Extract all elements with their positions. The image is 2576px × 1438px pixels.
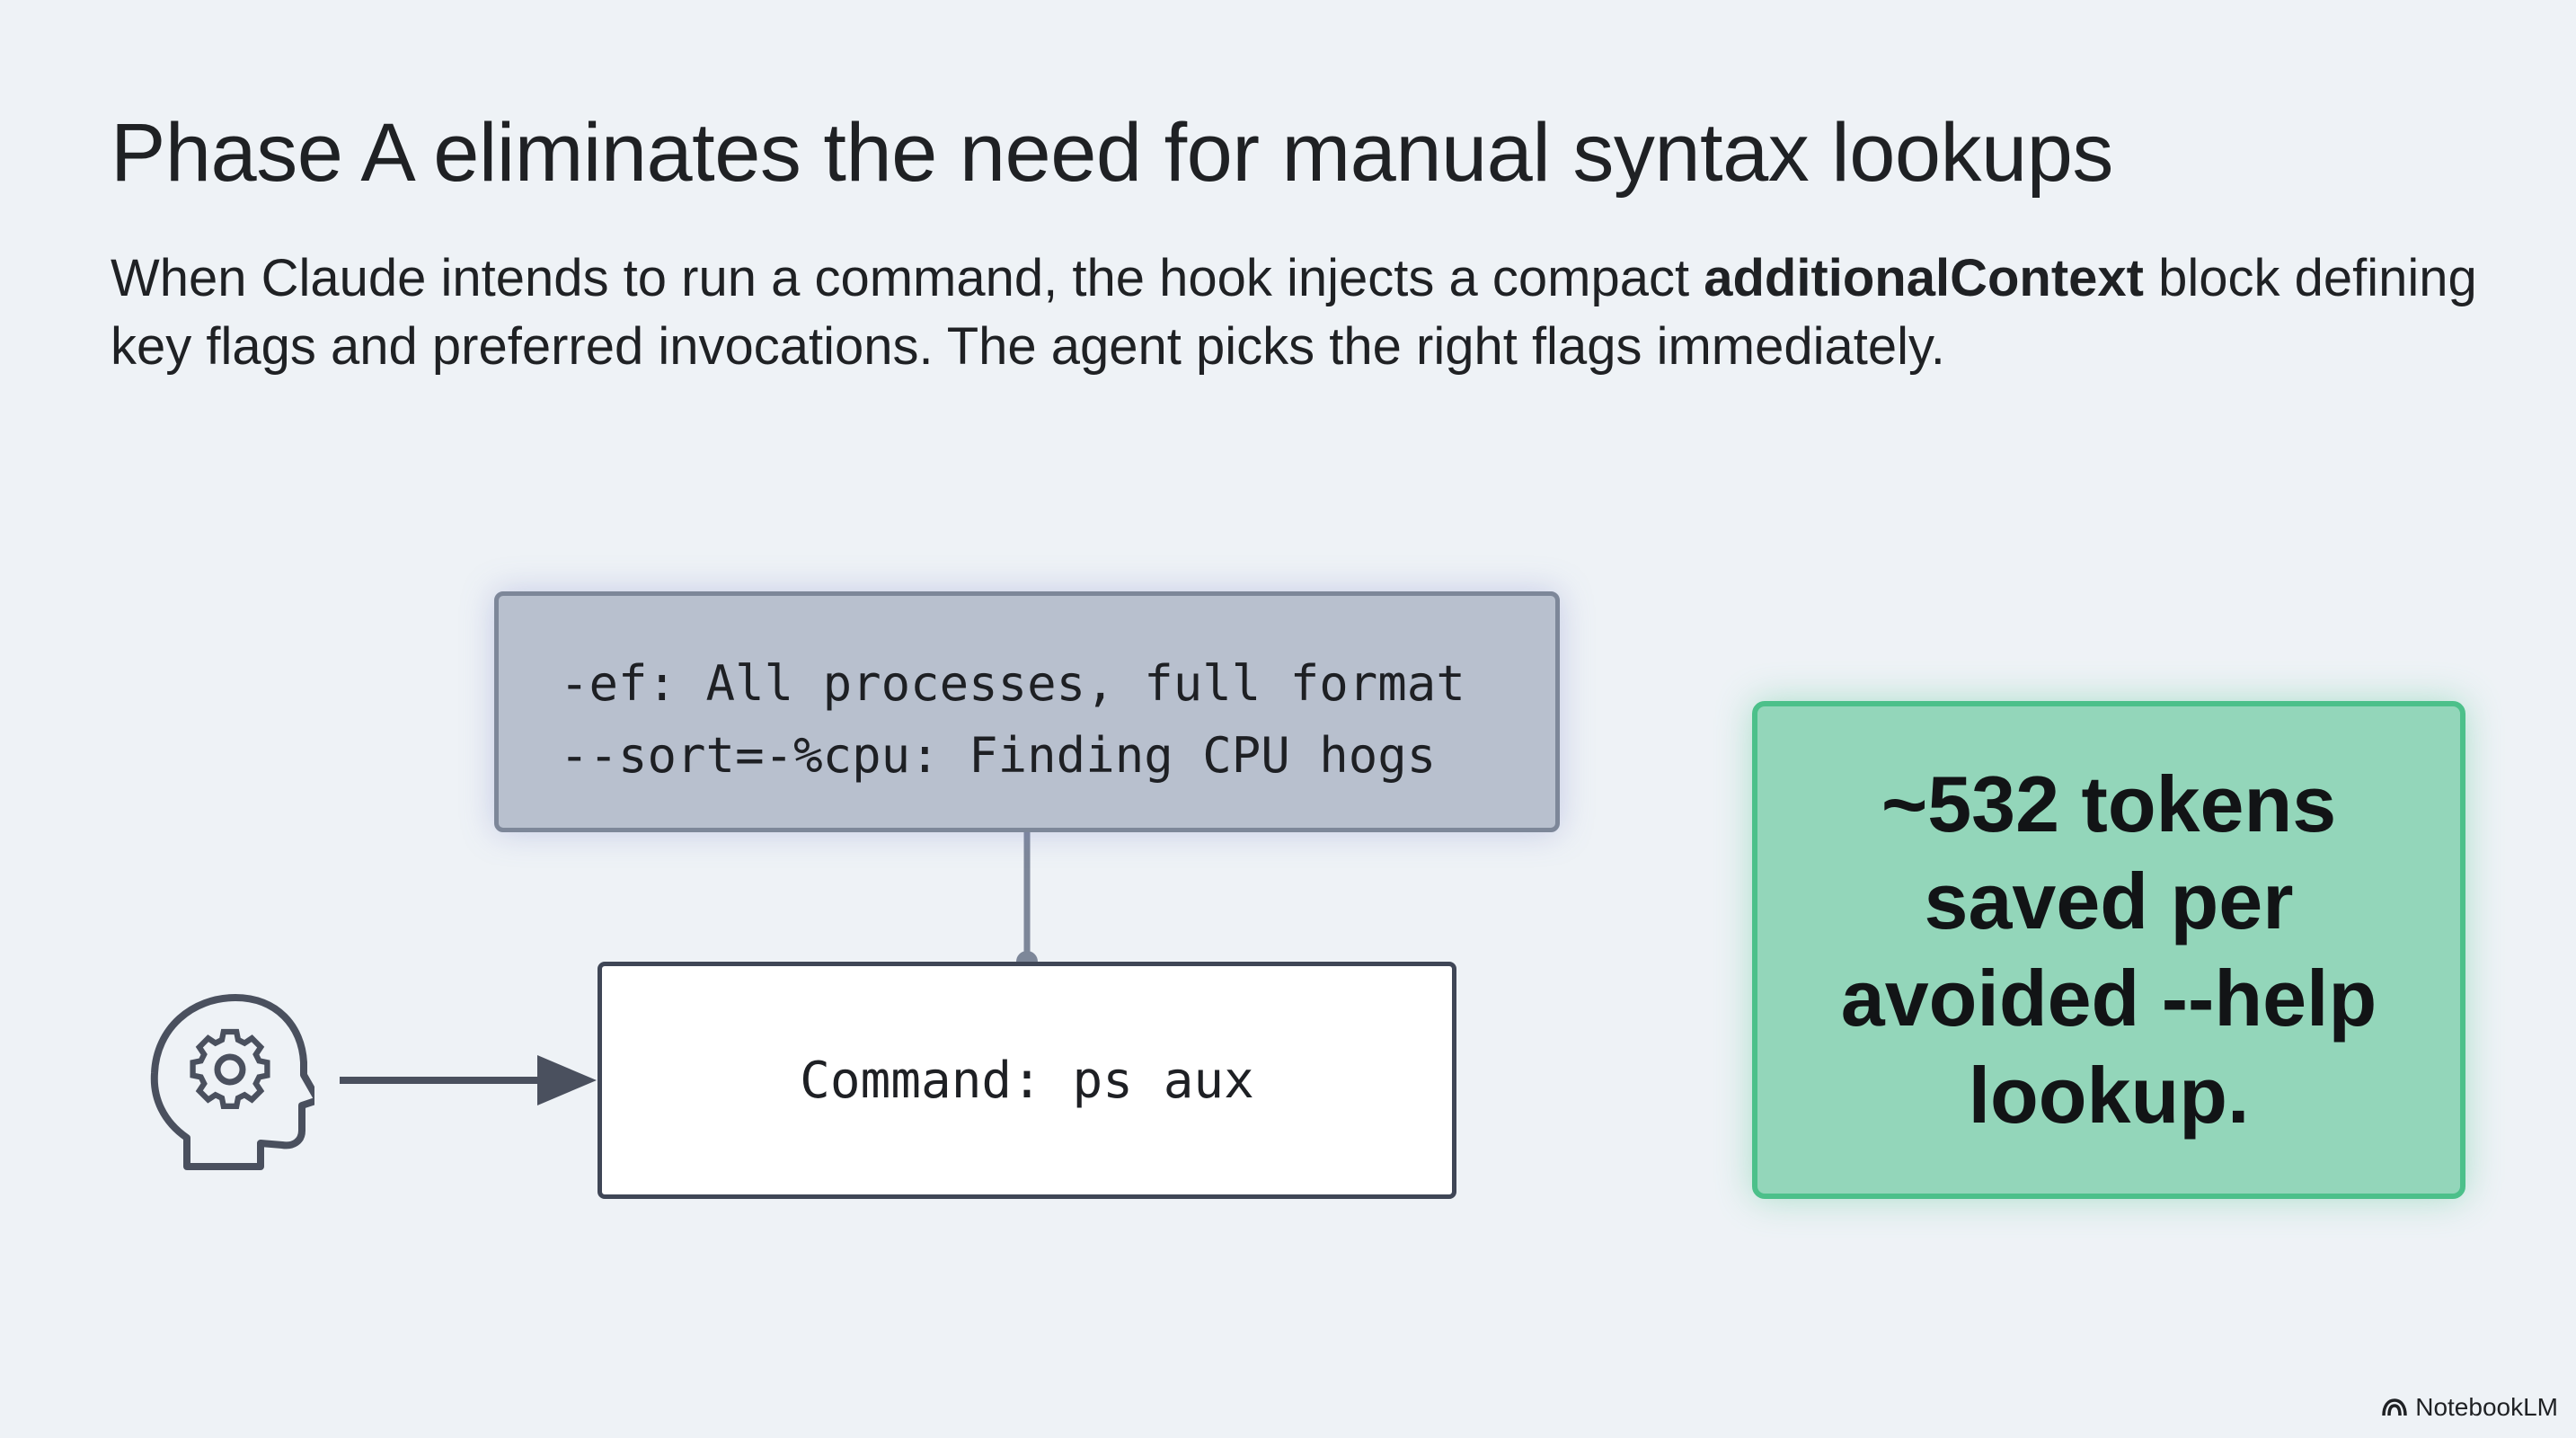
brand-name: NotebookLM bbox=[2415, 1393, 2558, 1421]
notebooklm-logo-icon bbox=[2382, 1398, 2407, 1416]
brand-watermark: NotebookLM bbox=[2381, 1393, 2558, 1422]
agent-arrow-head bbox=[537, 1055, 597, 1105]
flag-line: --sort=-%cpu: Finding CPU hogs bbox=[560, 727, 1437, 784]
head-gear-icon bbox=[144, 987, 322, 1180]
subtitle-text-start: When Claude intends to run a command, th… bbox=[111, 249, 1704, 307]
token-savings-text: ~532 tokens saved per avoided --help loo… bbox=[1840, 759, 2377, 1140]
slide-subtitle: When Claude intends to run a command, th… bbox=[111, 244, 2536, 381]
subtitle-keyword: additionalContext bbox=[1704, 249, 2144, 307]
subtitle-text-end: block defining key flags and preferred i… bbox=[111, 249, 2477, 376]
flag-line: -ef: All processes, full format bbox=[560, 655, 1465, 712]
token-savings-box: ~532 tokens saved per avoided --help loo… bbox=[1752, 701, 2465, 1199]
flags-context-box: -ef: All processes, full format --sort=-… bbox=[494, 591, 1560, 832]
command-box: Command: ps aux bbox=[598, 962, 1456, 1199]
command-text: Command: ps aux bbox=[800, 1051, 1254, 1110]
slide-title: Phase A eliminates the need for manual s… bbox=[111, 107, 2113, 199]
